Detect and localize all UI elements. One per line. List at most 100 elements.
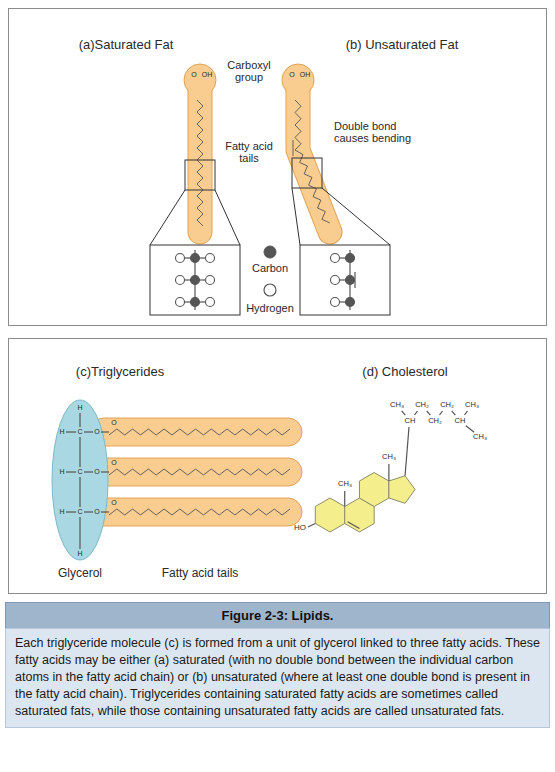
bond bbox=[465, 411, 468, 415]
atom-label: O bbox=[94, 468, 99, 476]
carbon-atom bbox=[191, 254, 200, 263]
atom-label: HO bbox=[294, 524, 306, 533]
bond bbox=[388, 464, 389, 481]
part-label: Carboxyl group bbox=[220, 59, 278, 84]
atom-label: O bbox=[94, 428, 99, 436]
bond bbox=[344, 491, 345, 507]
zoom-box bbox=[150, 245, 240, 315]
hydrogen-atom bbox=[176, 276, 185, 285]
callout-label: Double bond causes bending bbox=[334, 120, 426, 145]
bond bbox=[101, 471, 109, 472]
zoom-line bbox=[215, 190, 240, 245]
panel-heading: (a)Saturated Fat bbox=[79, 38, 174, 53]
legend-label: Carbon bbox=[252, 262, 288, 274]
atom-label: CH₃ bbox=[390, 401, 404, 409]
carbon-chain bbox=[109, 509, 290, 515]
hydrogen-symbol bbox=[264, 284, 276, 296]
part-label: Fatty acid tails bbox=[220, 140, 278, 165]
atom-label: O bbox=[289, 71, 294, 79]
fatty-acid-tail bbox=[90, 458, 302, 486]
bond bbox=[84, 431, 93, 432]
bond bbox=[66, 471, 76, 472]
atom-label: O bbox=[191, 71, 196, 79]
atom-label: CH₂ bbox=[428, 417, 442, 425]
atom-label: C bbox=[77, 468, 82, 476]
double-bond bbox=[348, 522, 360, 529]
fatty-acid-outline bbox=[188, 80, 213, 232]
atom-label: CH₃ bbox=[465, 401, 479, 409]
bond bbox=[66, 511, 76, 512]
figure-title: Figure 2-3: Lipids. bbox=[5, 602, 550, 629]
atom-label: CH₃ bbox=[382, 453, 396, 461]
atom-label: CH bbox=[405, 417, 416, 425]
hydrogen-atom bbox=[206, 254, 215, 263]
hydrogen-atom bbox=[331, 254, 340, 263]
bond bbox=[79, 413, 80, 427]
cholesterol-rings bbox=[308, 411, 474, 532]
carbon-atom bbox=[191, 276, 200, 285]
bond bbox=[84, 471, 93, 472]
glycerol-oval bbox=[52, 400, 108, 560]
fatty-acid-tail bbox=[90, 418, 302, 446]
triglyceride-bonds bbox=[66, 413, 290, 549]
steroid-ring bbox=[359, 473, 388, 507]
bond bbox=[452, 411, 456, 415]
atom-label: H bbox=[77, 404, 82, 412]
hydrogen-atom bbox=[176, 254, 185, 263]
atom-label: O bbox=[94, 508, 99, 516]
double-bond bbox=[293, 140, 294, 156]
atom-label: H bbox=[59, 468, 64, 476]
panel-heading: (d) Cholesterol bbox=[362, 365, 447, 380]
carbon-atom bbox=[346, 254, 355, 263]
bond bbox=[405, 427, 409, 476]
bond bbox=[415, 411, 418, 415]
carbon-atom bbox=[346, 276, 355, 285]
steroid-ring bbox=[315, 498, 344, 532]
hydrogen-atom bbox=[176, 298, 185, 307]
carbon-chain bbox=[197, 100, 330, 226]
molecule-detail bbox=[176, 250, 356, 310]
atom-label: CH₂ bbox=[415, 401, 429, 409]
bond bbox=[466, 426, 474, 433]
carbon-chain bbox=[109, 429, 290, 435]
carbon-chain bbox=[197, 100, 203, 226]
atom-label: H bbox=[77, 550, 82, 558]
carbon-atom bbox=[346, 298, 355, 307]
bond bbox=[79, 437, 80, 467]
bond bbox=[308, 524, 315, 528]
panel-heading: (c)Triglycerides bbox=[76, 365, 164, 380]
atom-label: OH bbox=[202, 71, 213, 79]
hydrogen-atom bbox=[206, 298, 215, 307]
bond bbox=[402, 411, 406, 415]
panel-heading: (b) Unsaturated Fat bbox=[346, 38, 459, 53]
figure-caption: Each triglyceride molecule (c) is formed… bbox=[5, 628, 550, 728]
atom-label: CH bbox=[455, 417, 466, 425]
hydrogen-atom bbox=[331, 276, 340, 285]
bond bbox=[101, 511, 109, 512]
atom-label: OH bbox=[300, 71, 311, 79]
zoom-line bbox=[322, 188, 390, 245]
atom-label: C bbox=[77, 428, 82, 436]
carbon-atom bbox=[191, 298, 200, 307]
atom-label: O bbox=[111, 499, 116, 507]
zoom-line bbox=[150, 190, 185, 245]
zoom-square bbox=[292, 158, 322, 188]
bond bbox=[427, 411, 431, 415]
figure-panel: (c)Triglycerides(d) CholesterolGlycerolF… bbox=[8, 338, 547, 594]
bond bbox=[79, 477, 80, 507]
atom-label: O bbox=[111, 459, 116, 467]
atom-label: CH₂ bbox=[440, 401, 454, 409]
bond bbox=[79, 517, 80, 549]
hydrogen-atom bbox=[331, 298, 340, 307]
carbon-chain bbox=[109, 469, 290, 475]
atom-label: CH₃ bbox=[338, 480, 352, 488]
zoom-box bbox=[300, 245, 390, 315]
bond bbox=[84, 511, 93, 512]
carbon-chain bbox=[295, 100, 330, 223]
bond bbox=[66, 431, 76, 432]
hydrogen-atom bbox=[206, 276, 215, 285]
atom-label: C bbox=[77, 508, 82, 516]
atom-label: H bbox=[59, 508, 64, 516]
atom-label: CH₃ bbox=[473, 433, 487, 441]
